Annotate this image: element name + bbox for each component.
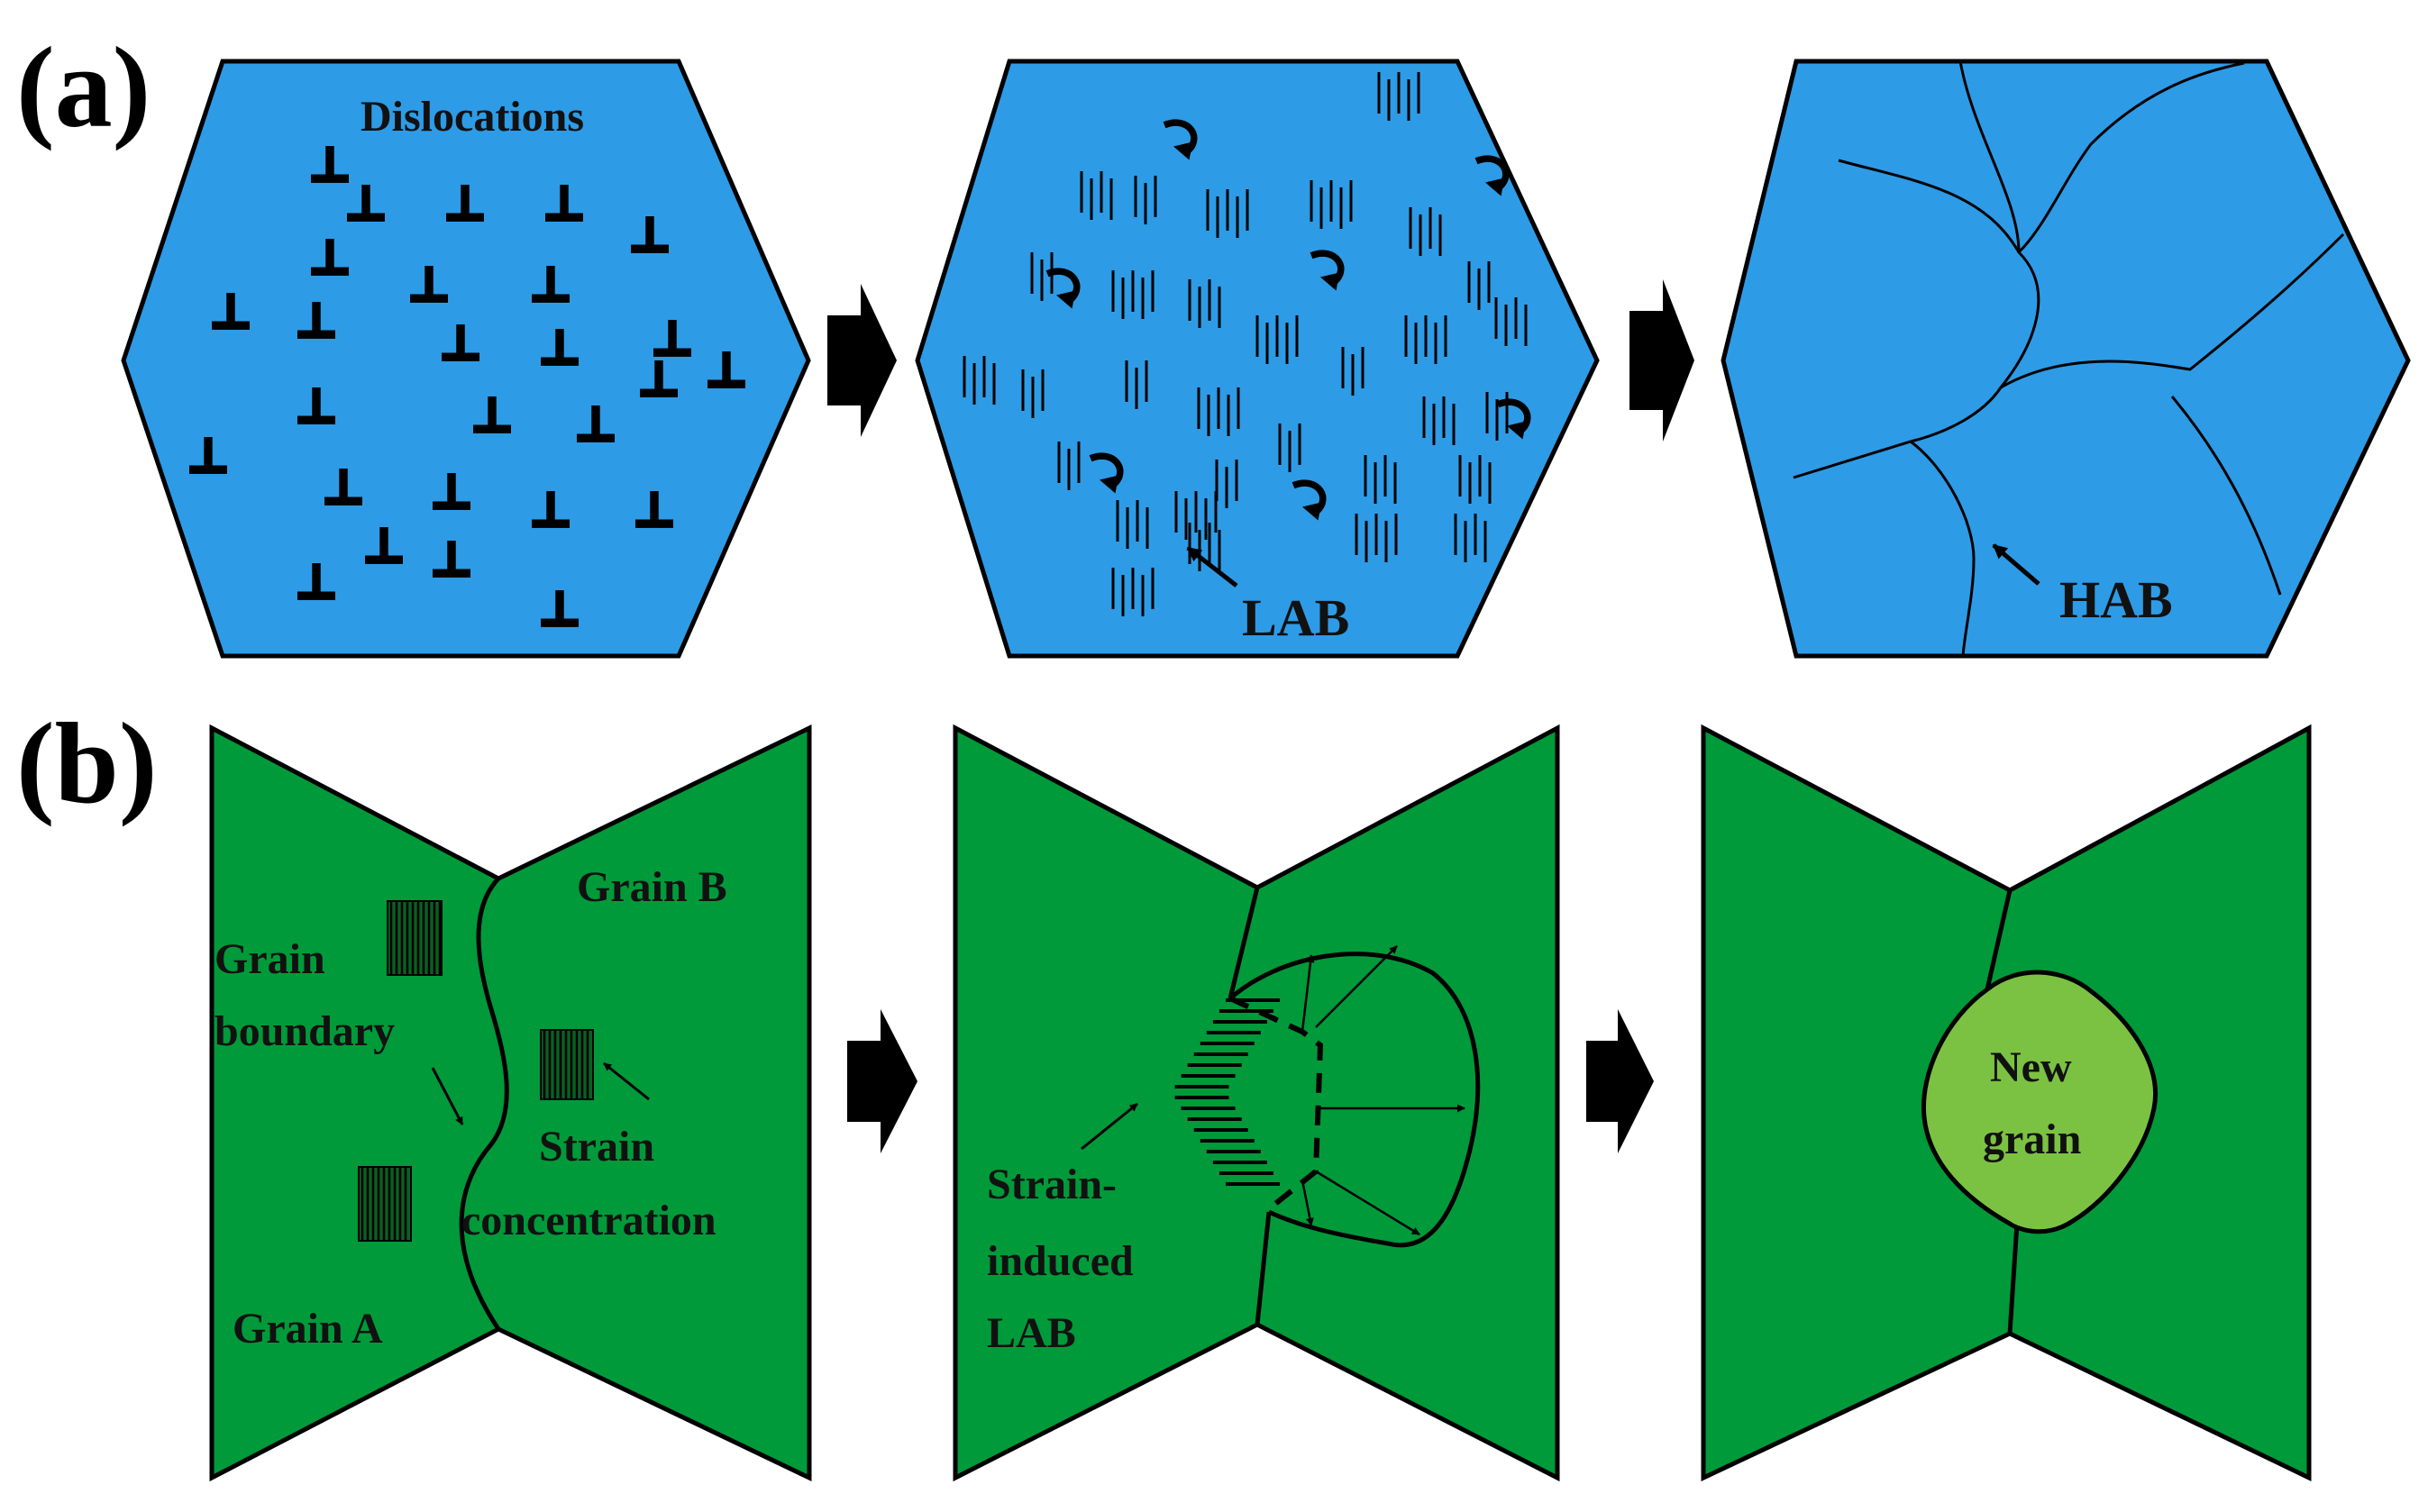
bowtie-new-grain: New grain <box>1701 724 2312 1481</box>
lab-wall <box>1057 442 1081 490</box>
grain-b-label: Grain B <box>577 863 727 911</box>
dashed-lab-line <box>1228 996 1324 1210</box>
strain-concentration-label-2: concentration <box>461 1197 717 1244</box>
strain-induced-label-2: induced <box>987 1237 1134 1285</box>
grain-boundary-label-1: Grain <box>215 935 325 983</box>
migration-arrow <box>1315 945 1398 1028</box>
process-arrow-a1 <box>827 284 897 437</box>
strain-induced-label-3: LAB <box>987 1309 1076 1357</box>
bulging-boundary <box>1228 952 1481 1248</box>
new-grain-label-2: grain <box>1983 1116 2081 1163</box>
sib-pointer <box>1081 1102 1138 1151</box>
lab-wall <box>1422 396 1456 445</box>
lab-wall <box>1278 424 1301 472</box>
grain-boundary-pointer <box>431 1067 464 1125</box>
lab-wall <box>1409 207 1442 256</box>
lab-wall <box>1377 72 1420 121</box>
lab-wall <box>1364 455 1397 504</box>
panel-label-a: (a) <box>16 23 151 151</box>
strain-induced-lab-stack <box>1174 998 1280 1186</box>
hexagon-hab: HAB <box>1721 59 2411 659</box>
migration-arrows <box>1301 945 1465 1236</box>
lab-wall <box>1134 176 1157 224</box>
hab-boundaries <box>1793 60 2345 657</box>
process-arrow-b2 <box>1586 1009 1654 1153</box>
lab-wall <box>1206 189 1249 238</box>
dislocations-label: Dislocations <box>361 93 584 141</box>
strain-pointer <box>603 1061 650 1101</box>
migration-arrow <box>1315 1170 1420 1236</box>
lab-wall <box>1467 261 1491 310</box>
process-arrow-a2 <box>1629 279 1694 442</box>
hab-label: HAB <box>2059 570 2173 629</box>
lab-wall <box>1355 514 1398 562</box>
hexagon-dislocations: Dislocations <box>121 59 811 659</box>
hab-pointer-arrow <box>1992 543 2040 586</box>
panel-label-b: (b) <box>16 699 157 827</box>
new-grain-label-1: New <box>1990 1043 2072 1091</box>
lab-wall <box>1494 297 1528 346</box>
lab-pointer-arrow <box>1186 546 1238 587</box>
strain-induced-label-1: Strain- <box>987 1161 1117 1208</box>
lab-wall <box>1021 369 1045 418</box>
bowtie-grain-boundary: Grain B Grain boundary Strain concentrat… <box>209 724 812 1482</box>
grain-boundary-label-2: boundary <box>215 1007 395 1055</box>
strain-concentration-label-1: Strain <box>539 1123 654 1170</box>
lab-wall <box>1458 455 1492 504</box>
bowtie-strain-induced: Strain- induced LAB <box>953 724 1560 1482</box>
lab-wall <box>1454 514 1487 562</box>
migration-arrow <box>1301 1180 1314 1226</box>
lab-wall <box>1255 315 1299 364</box>
new-grain <box>1921 970 2158 1234</box>
lab-wall <box>1111 270 1155 319</box>
process-arrow-b1 <box>847 1009 917 1153</box>
lab-dislocation-walls <box>963 72 1528 616</box>
lab-label: LAB <box>1242 588 1349 647</box>
lab-wall <box>1116 500 1149 549</box>
lab-wall <box>1174 491 1218 540</box>
wavy-grain-boundary <box>459 877 509 1331</box>
migration-arrow <box>1301 954 1315 1033</box>
lab-wall <box>1310 180 1353 229</box>
lab-wall <box>1341 347 1365 396</box>
strain-hatch-lines <box>361 901 589 1241</box>
lab-wall <box>1404 315 1447 364</box>
hexagon-lab: LAB <box>915 59 1600 659</box>
lab-wall <box>1197 387 1240 436</box>
lab-wall <box>1125 360 1148 409</box>
lab-wall <box>1188 279 1221 328</box>
lab-wall <box>963 356 996 405</box>
lab-wall <box>1080 171 1113 220</box>
lab-wall <box>1111 568 1155 616</box>
grain-a-label: Grain A <box>233 1305 383 1353</box>
